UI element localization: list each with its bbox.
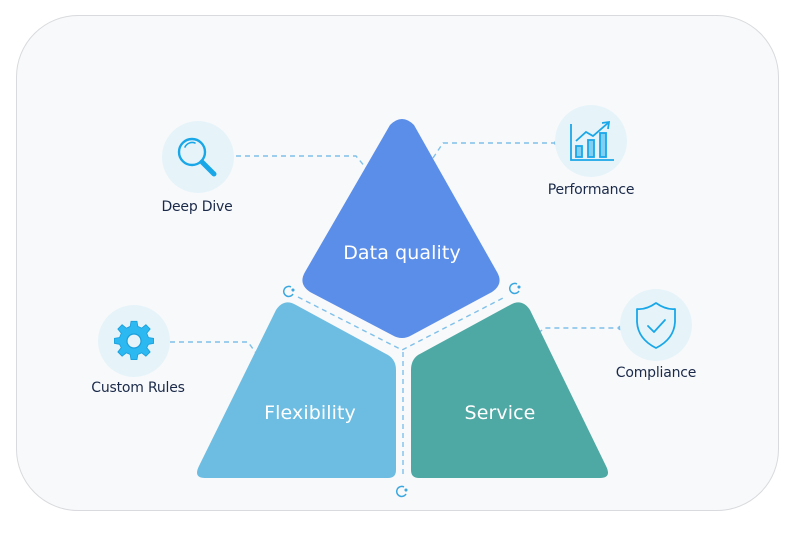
segment-data-quality[interactable]: [302, 119, 500, 338]
feature-label-performance: Performance: [547, 182, 635, 198]
gear-icon: [114, 320, 154, 361]
segment-label-flexibility: Flexibility: [264, 402, 356, 424]
connector-performance: [432, 142, 556, 159]
segment-label-data-quality: Data quality: [343, 242, 461, 264]
connector-inner-top: [297, 296, 506, 351]
deep-dive-icon-circle: [162, 121, 234, 193]
connector-compliance: [537, 327, 620, 334]
feature-label-custom-rules: Custom Rules: [91, 380, 185, 396]
feature-label-compliance: Compliance: [615, 365, 697, 381]
bar-chart-icon: [570, 120, 614, 161]
refresh-marker-icon: [395, 485, 408, 498]
connector-deep-dive: [236, 155, 367, 169]
feature-label-deep-dive: Deep Dive: [161, 199, 233, 215]
segment-label-service: Service: [464, 402, 536, 424]
segment-flexibility[interactable]: [197, 302, 396, 478]
compliance-icon-circle: [620, 289, 692, 361]
segment-service[interactable]: [411, 302, 608, 478]
refresh-marker-icon: [282, 285, 295, 298]
magnifier-icon: [177, 137, 217, 177]
shield-check-icon: [636, 302, 676, 349]
refresh-marker-icon: [508, 282, 521, 295]
connector-custom-rules: [170, 341, 257, 354]
